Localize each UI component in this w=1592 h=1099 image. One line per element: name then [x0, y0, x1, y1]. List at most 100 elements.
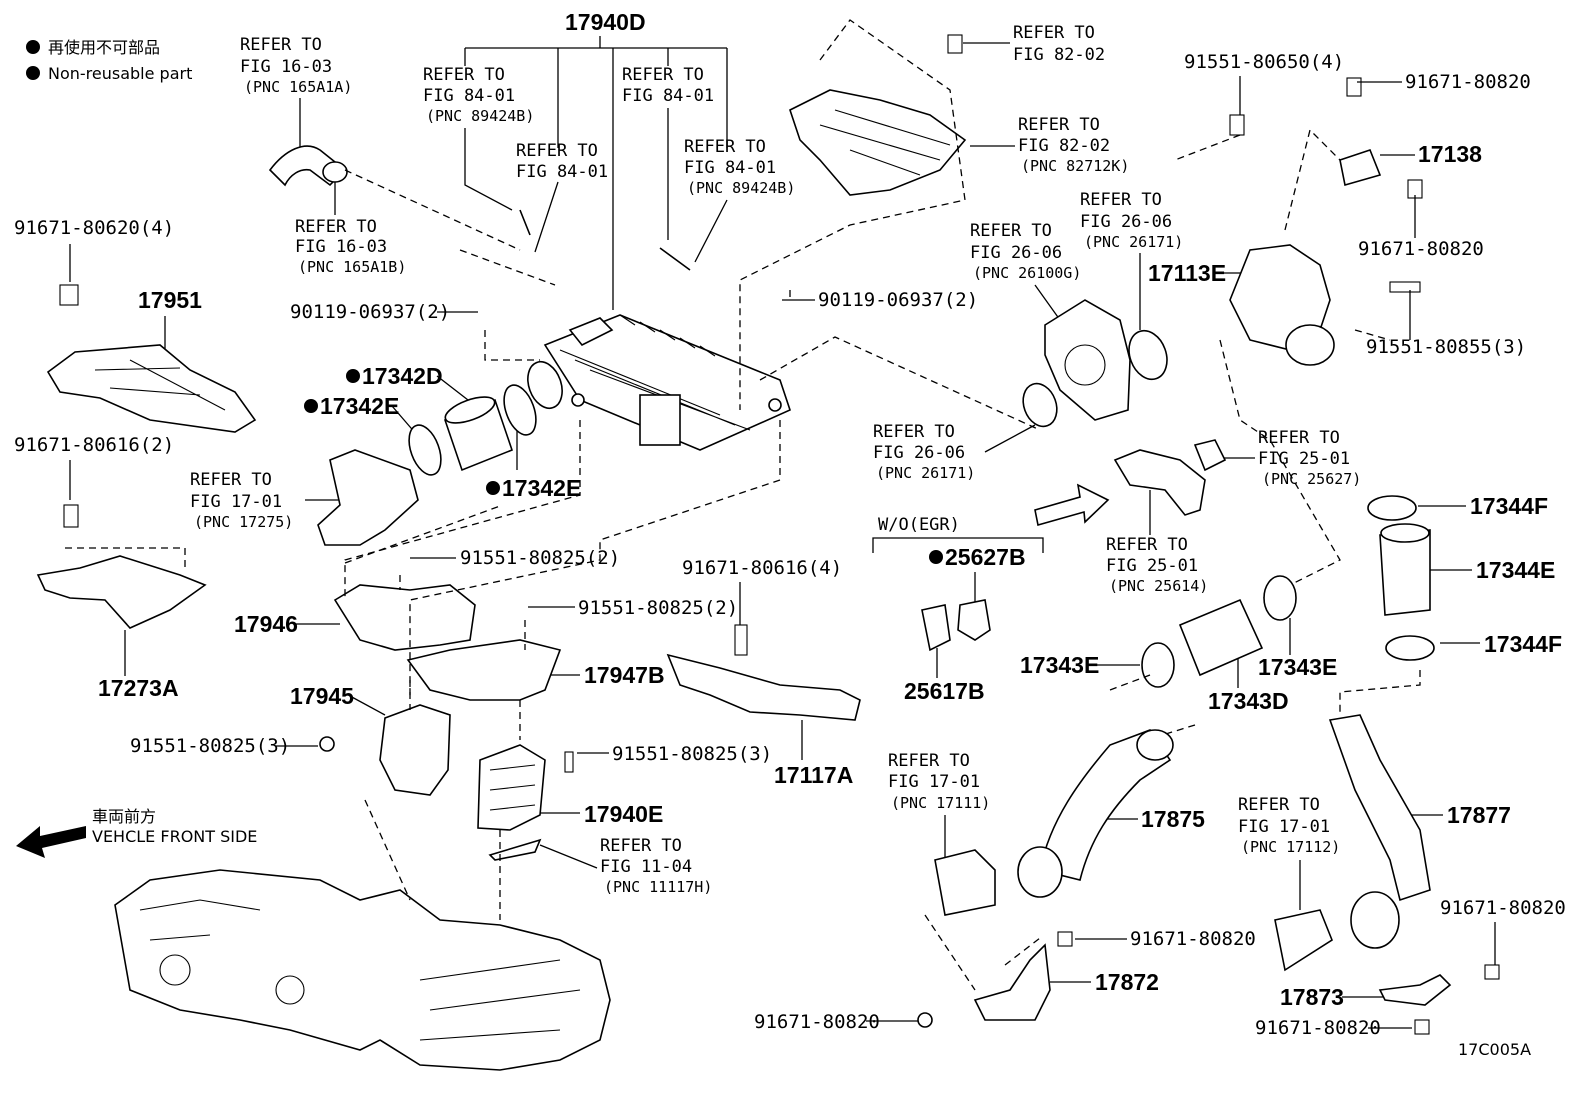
ref-fig-84-01-b[interactable]: REFER TO FIG 84-01 [516, 141, 608, 253]
svg-text:(PNC 26171): (PNC 26171) [876, 464, 975, 482]
legend-en: Non-reusable part [48, 64, 192, 83]
callout-91551-80825-2b[interactable]: 91551-80825(2) [528, 597, 738, 619]
callout-17342E-a[interactable]: 17342E [304, 393, 418, 436]
svg-text:17343D: 17343D [1208, 688, 1289, 714]
non-reusable-dot-icon [304, 399, 318, 413]
callout-17273A[interactable]: 17273A [98, 630, 179, 701]
ref-fig-11-04[interactable]: REFER TO FIG 11-04 (PNC 11117H) [539, 836, 712, 896]
svg-text:(PNC 25627): (PNC 25627) [1262, 470, 1361, 488]
svg-text:17872: 17872 [1095, 969, 1159, 995]
svg-text:REFER TO: REFER TO [1018, 115, 1100, 135]
non-reusable-dot-icon [486, 481, 500, 495]
callout-91671-80820-a[interactable]: 91671-80820 [1357, 71, 1531, 93]
part-label-17940D[interactable]: 17940D [565, 9, 646, 35]
callout-17873[interactable]: 17873 [1280, 984, 1385, 1010]
ref-fig-84-01-d[interactable]: REFER TO FIG 84-01 (PNC 89424B) [684, 137, 795, 263]
svg-text:17342D: 17342D [362, 363, 443, 389]
callout-17342E-b[interactable]: 17342E [486, 425, 581, 501]
ref-fig-17-01-b[interactable]: REFER TO FIG 17-01 (PNC 17111) [888, 751, 990, 858]
svg-text:FIG 11-04: FIG 11-04 [600, 857, 692, 877]
svg-text:REFER TO: REFER TO [684, 137, 766, 157]
callout-17951[interactable]: 17951 [138, 287, 202, 360]
svg-text:FIG 82-02: FIG 82-02 [1013, 45, 1105, 65]
callout-25627B[interactable]: 25627B [929, 544, 1026, 602]
part-intake-pipe [317, 360, 563, 546]
svg-text:(PNC 17112): (PNC 17112) [1241, 838, 1340, 856]
part-17940E-cover [477, 744, 574, 861]
callout-17138[interactable]: 17138 [1380, 141, 1482, 167]
callout-17940E[interactable]: 17940E [540, 801, 663, 827]
svg-text:REFER TO: REFER TO [1106, 535, 1188, 555]
callout-17946[interactable]: 17946 [234, 611, 340, 637]
callout-91671-80616-2[interactable]: 91671-80616(2) [14, 434, 174, 500]
svg-text:FIG 25-01: FIG 25-01 [1106, 556, 1198, 576]
callout-17344E[interactable]: 17344E [1428, 557, 1555, 583]
legend: 再使用不可部品 Non-reusable part [26, 38, 192, 83]
ref-fig-84-01-a[interactable]: REFER TO FIG 84-01 (PNC 89424B) [423, 65, 534, 211]
callout-91671-80820-c[interactable]: 91671-80820 [1075, 928, 1256, 950]
svg-text:91671-80820: 91671-80820 [1405, 71, 1531, 93]
callout-17947B[interactable]: 17947B [540, 662, 665, 688]
callout-17344F-a[interactable]: 17344F [1418, 493, 1548, 519]
svg-text:17343E: 17343E [1020, 652, 1099, 678]
svg-text:17877: 17877 [1447, 802, 1511, 828]
callout-17117A[interactable]: 17117A [774, 720, 853, 788]
ref-fig-26-06-c[interactable]: REFER TO FIG 26-06 (PNC 26171) [873, 422, 1036, 482]
svg-text:91671-80616(2): 91671-80616(2) [14, 434, 174, 456]
callout-91551-80825-2a[interactable]: 91551-80825(2) [410, 547, 620, 569]
callout-91551-80825-3b[interactable]: 91551-80825(3) [577, 743, 772, 765]
svg-text:REFER TO: REFER TO [190, 470, 272, 490]
ref-fig-16-03-b[interactable]: REFER TO FIG 16-03 (PNC 165A1B) [295, 182, 406, 276]
callout-90119-right[interactable]: 90119-06937(2) [782, 289, 978, 311]
ref-fig-17-01-a[interactable]: REFER TO FIG 17-01 (PNC 17275) [190, 470, 345, 531]
callout-17344F-b[interactable]: 17344F [1440, 631, 1562, 657]
part-26100G-egr-valve [1022, 299, 1168, 428]
callout-17343E-b[interactable]: 17343E [1258, 618, 1337, 680]
callout-91551-80650[interactable]: 91551-80650(4) [1184, 51, 1344, 115]
svg-text:(PNC 17111): (PNC 17111) [891, 794, 990, 812]
callout-91671-80820-e[interactable]: 91671-80820 [1440, 897, 1566, 965]
callout-91671-80820-b[interactable]: 91671-80820 [1358, 195, 1484, 260]
ref-fig-84-01-c[interactable]: REFER TO FIG 84-01 [622, 65, 714, 240]
svg-text:FIG 17-01: FIG 17-01 [190, 492, 282, 512]
ref-fig-82-02-b[interactable]: REFER TO FIG 82-02 (PNC 82712K) [970, 115, 1129, 175]
part-17877-pipe [1274, 714, 1431, 972]
svg-text:REFER TO: REFER TO [622, 65, 704, 85]
front-arrow-icon [16, 826, 86, 858]
svg-text:REFER TO: REFER TO [873, 422, 955, 442]
ref-fig-25-01-b[interactable]: REFER TO FIG 25-01 (PNC 25614) [1106, 490, 1208, 595]
ref-fig-26-06-a[interactable]: REFER TO FIG 26-06 (PNC 26100G) [970, 221, 1081, 321]
non-reusable-dot-icon [929, 550, 943, 564]
callout-91551-80825-3a[interactable]: 91551-80825(3) [130, 735, 318, 757]
part-engine-block [114, 799, 611, 1071]
callout-91551-80855[interactable]: 91551-80855(3) [1366, 290, 1526, 358]
svg-text:FIG 82-02: FIG 82-02 [1018, 136, 1110, 156]
svg-text:91551-80825(2): 91551-80825(2) [578, 597, 738, 619]
callout-25617B[interactable]: 25617B [904, 648, 985, 704]
svg-text:(PNC 82712K): (PNC 82712K) [1021, 157, 1129, 175]
callout-17343E-a[interactable]: 17343E [1020, 652, 1140, 678]
svg-text:FIG 17-01: FIG 17-01 [888, 772, 980, 792]
ref-fig-82-02-a[interactable]: REFER TO FIG 82-02 [963, 23, 1105, 65]
svg-text:REFER TO: REFER TO [1258, 428, 1340, 448]
ref-fig-25-01-a[interactable]: REFER TO FIG 25-01 (PNC 25627) [1220, 428, 1361, 488]
callout-90119-left[interactable]: 90119-06937(2) [290, 301, 478, 323]
callout-91671-80620[interactable]: 91671-80620(4) [14, 217, 174, 282]
callout-17945[interactable]: 17945 [290, 683, 386, 716]
callout-91671-80616-4[interactable]: 91671-80616(4) [682, 557, 842, 625]
part-82-02-bracket [739, 19, 967, 410]
part-17873-bracket [1378, 964, 1500, 1035]
svg-text:25617B: 25617B [904, 678, 985, 704]
callout-91671-80820-d[interactable]: 91671-80820 [754, 1011, 918, 1033]
ref-fig-16-03-a[interactable]: REFER TO FIG 16-03 (PNC 165A1A) [240, 35, 352, 160]
callout-17872[interactable]: 17872 [1050, 969, 1159, 995]
part-17945-bracket [319, 704, 451, 796]
svg-text:REFER TO: REFER TO [1238, 795, 1320, 815]
svg-text:REFER TO: REFER TO [240, 35, 322, 55]
ref-fig-26-06-b[interactable]: REFER TO FIG 26-06 (PNC 26171) [1080, 190, 1183, 330]
callout-17342D[interactable]: 17342D [346, 363, 469, 401]
ref-fig-17-01-c[interactable]: REFER TO FIG 17-01 (PNC 17112) [1238, 795, 1340, 910]
callout-17113E[interactable]: 17113E [1148, 260, 1258, 286]
callout-91671-80820-f[interactable]: 91671-80820 [1255, 1017, 1412, 1039]
